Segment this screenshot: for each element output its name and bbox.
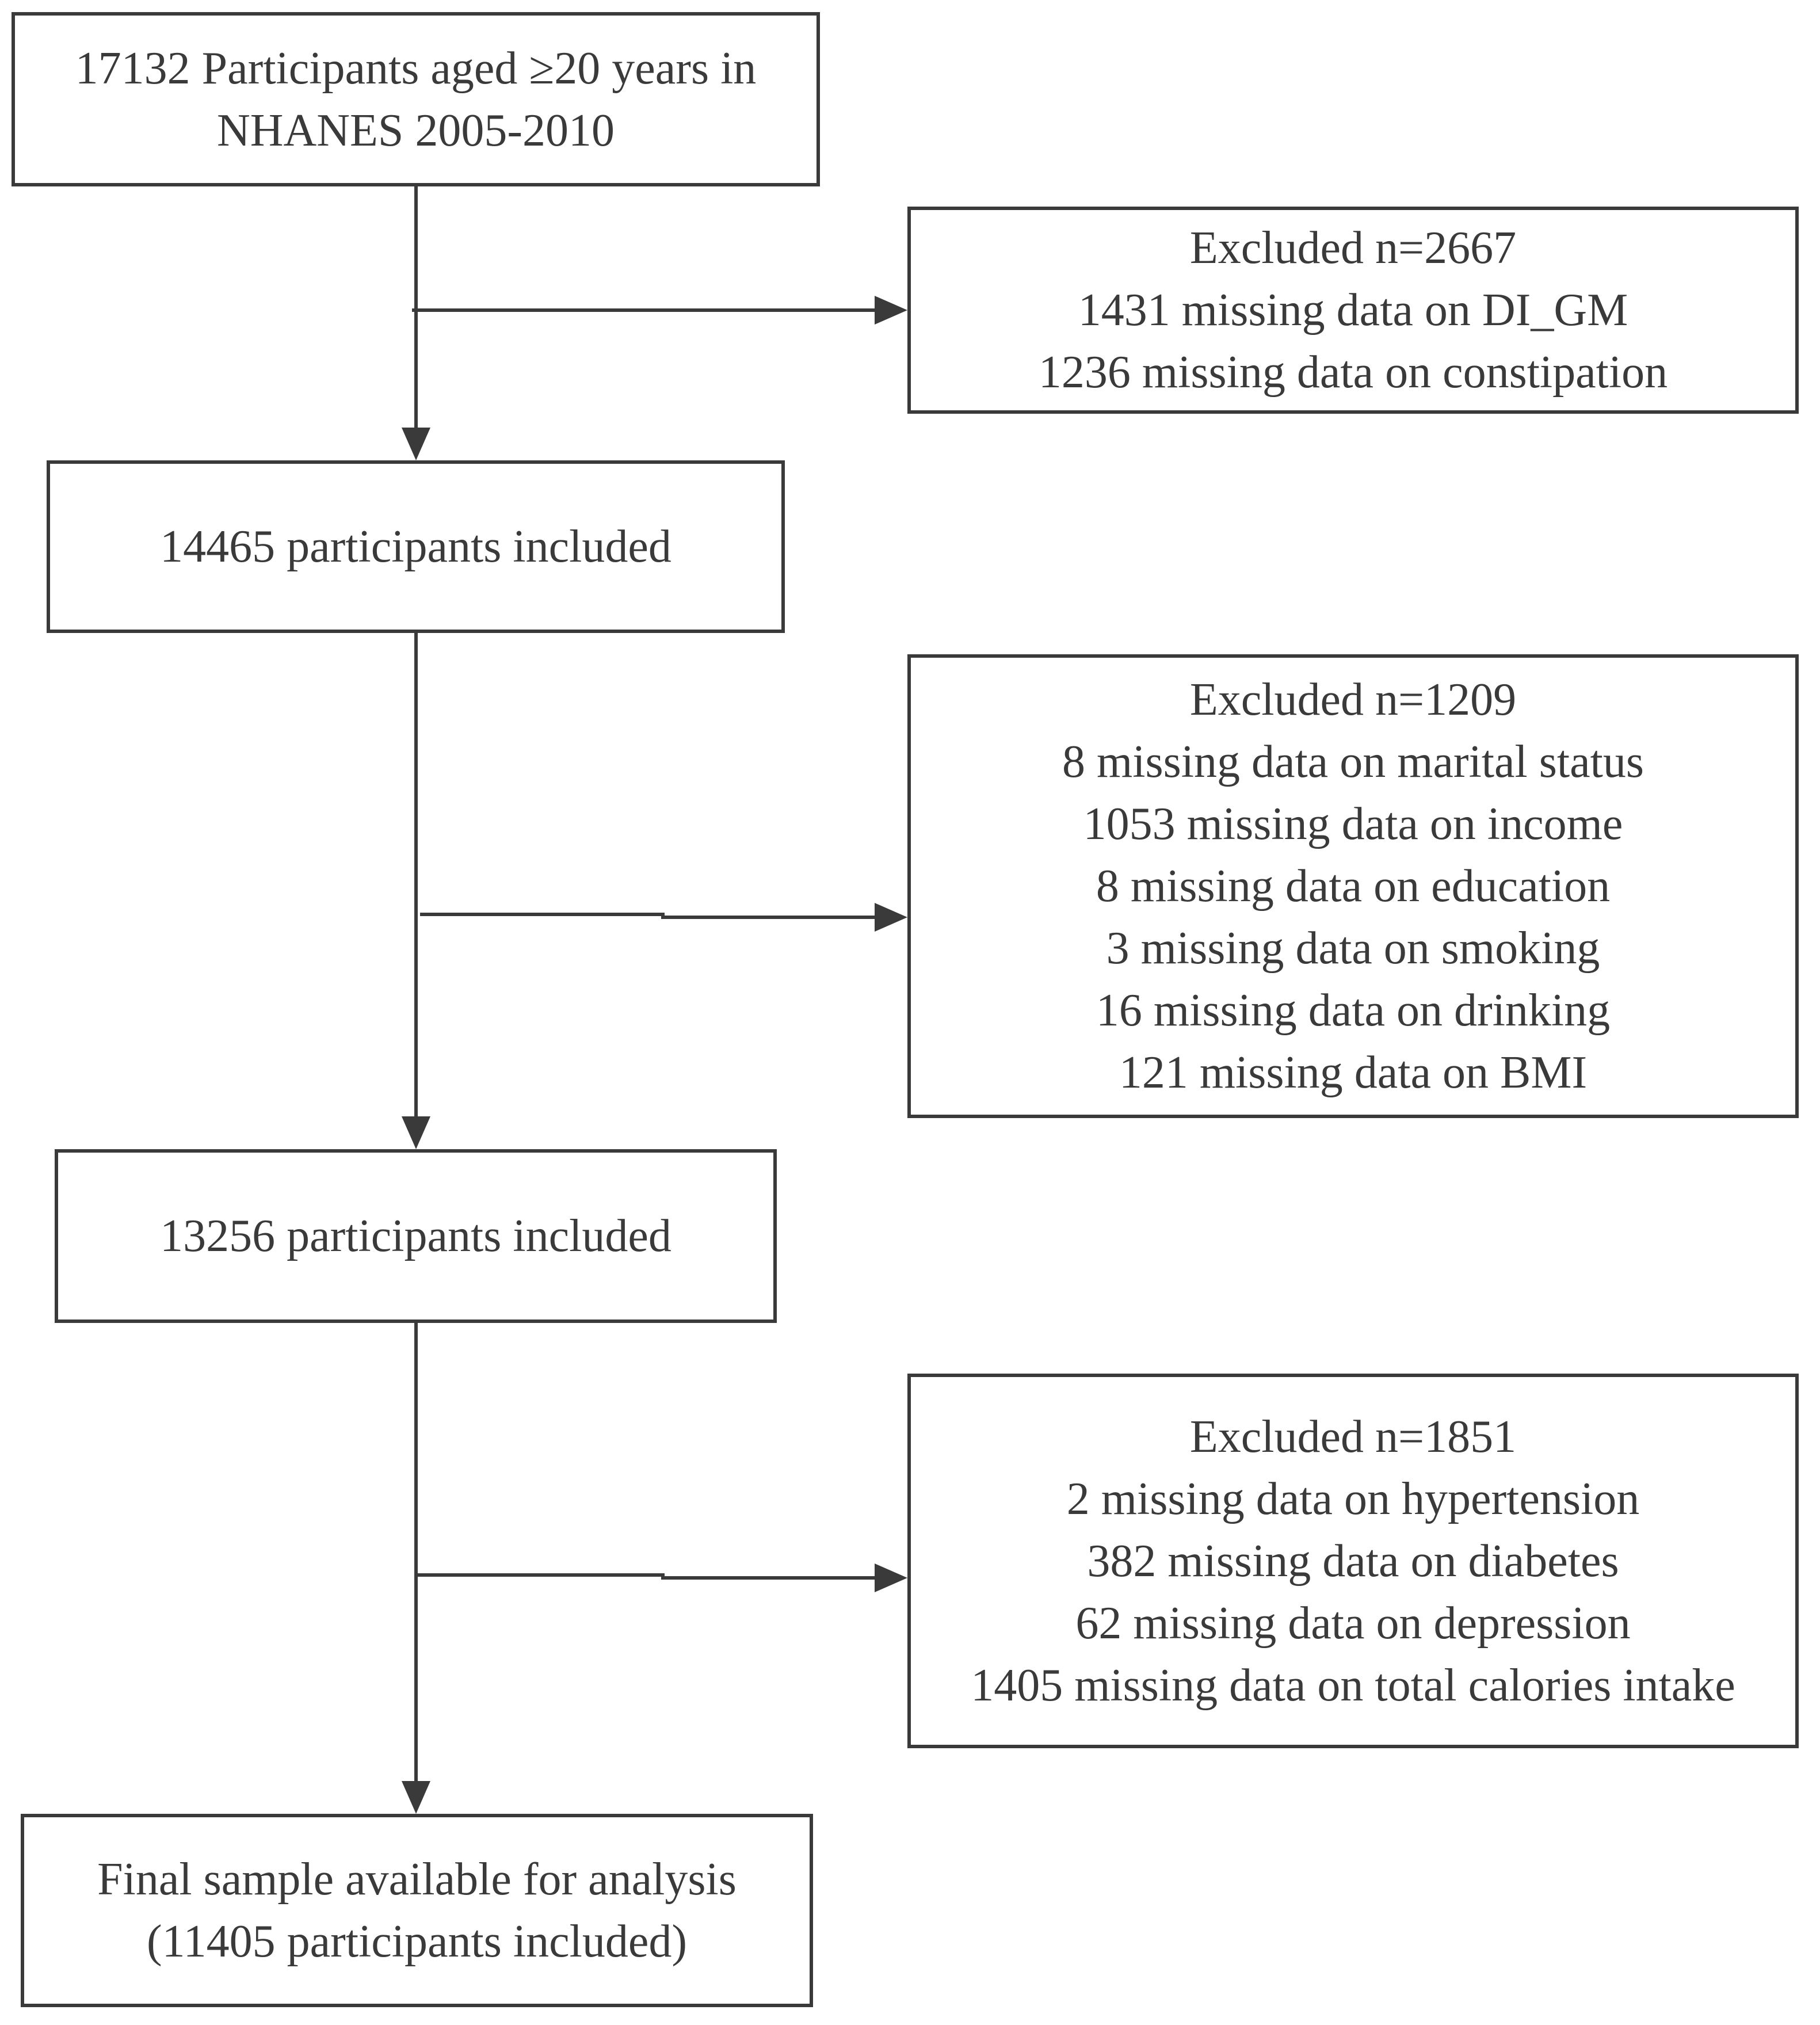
exclusion-box-3-line-3: 382 missing data on diabetes (1087, 1535, 1619, 1587)
start-box-line-2: NHANES 2005-2010 (216, 105, 615, 156)
included-box-1: 14465 participants included (47, 460, 785, 633)
included-box-2-text: 13256 participants included (160, 1211, 671, 1261)
arrowhead-step2 (402, 1116, 430, 1149)
final-box-line-2: (11405 participants included) (147, 1916, 687, 1967)
exclusion-box-3: Excluded n=1851 2 missing data on hypert… (907, 1374, 1799, 1748)
exclusion-box-2-line-2: 8 missing data on marital status (1062, 737, 1644, 787)
exclusion-box-2-line-4: 8 missing data on education (1096, 861, 1611, 912)
exclusion-box-2-line-5: 3 missing data on smoking (1106, 923, 1600, 974)
exclusion-box-3-line-2: 2 missing data on hypertension (1066, 1473, 1640, 1524)
arrowhead-step1 (402, 428, 430, 460)
arrowhead-exclusion2 (875, 903, 907, 932)
exclusion-box-3-header: Excluded n=1851 (1189, 1411, 1517, 1462)
branch-to-exclusion2 (420, 913, 877, 919)
start-box: 17132 Participants aged ≥20 years in NHA… (12, 12, 820, 186)
exclusion-box-2-line-3: 1053 missing data on income (1083, 799, 1623, 849)
included-box-2: 13256 participants included (55, 1149, 777, 1323)
exclusion-box-3-line-4: 62 missing data on depression (1075, 1597, 1631, 1649)
exclusion-box-1-header: Excluded n=2667 (1189, 223, 1517, 273)
branch-to-exclusion3 (418, 1573, 877, 1580)
exclusion-box-1-line-2: 1431 missing data on DI_GM (1078, 285, 1628, 335)
final-box-line-1: Final sample available for analysis (97, 1854, 737, 1905)
exclusion-box-3-line-5: 1405 missing data on total calories inta… (971, 1660, 1735, 1711)
exclusion-box-1-line-3: 1236 missing data on constipation (1038, 347, 1668, 398)
final-box: Final sample available for analysis (114… (21, 1814, 813, 2007)
included-box-1-text: 14465 participants included (160, 521, 671, 572)
exclusion-box-1: Excluded n=2667 1431 missing data on DI_… (907, 207, 1799, 414)
arrowhead-exclusion1 (875, 296, 907, 325)
exclusion-box-2-line-6: 16 missing data on drinking (1096, 985, 1611, 1036)
arrowhead-exclusion3 (875, 1563, 907, 1592)
start-box-line-1: 17132 Participants aged ≥20 years in (75, 43, 757, 94)
exclusion-box-2: Excluded n=1209 8 missing data on marita… (907, 654, 1799, 1118)
arrowhead-final (402, 1781, 430, 1814)
exclusion-box-2-header: Excluded n=1209 (1189, 674, 1517, 725)
exclusion-box-2-line-7: 121 missing data on BMI (1119, 1047, 1588, 1098)
